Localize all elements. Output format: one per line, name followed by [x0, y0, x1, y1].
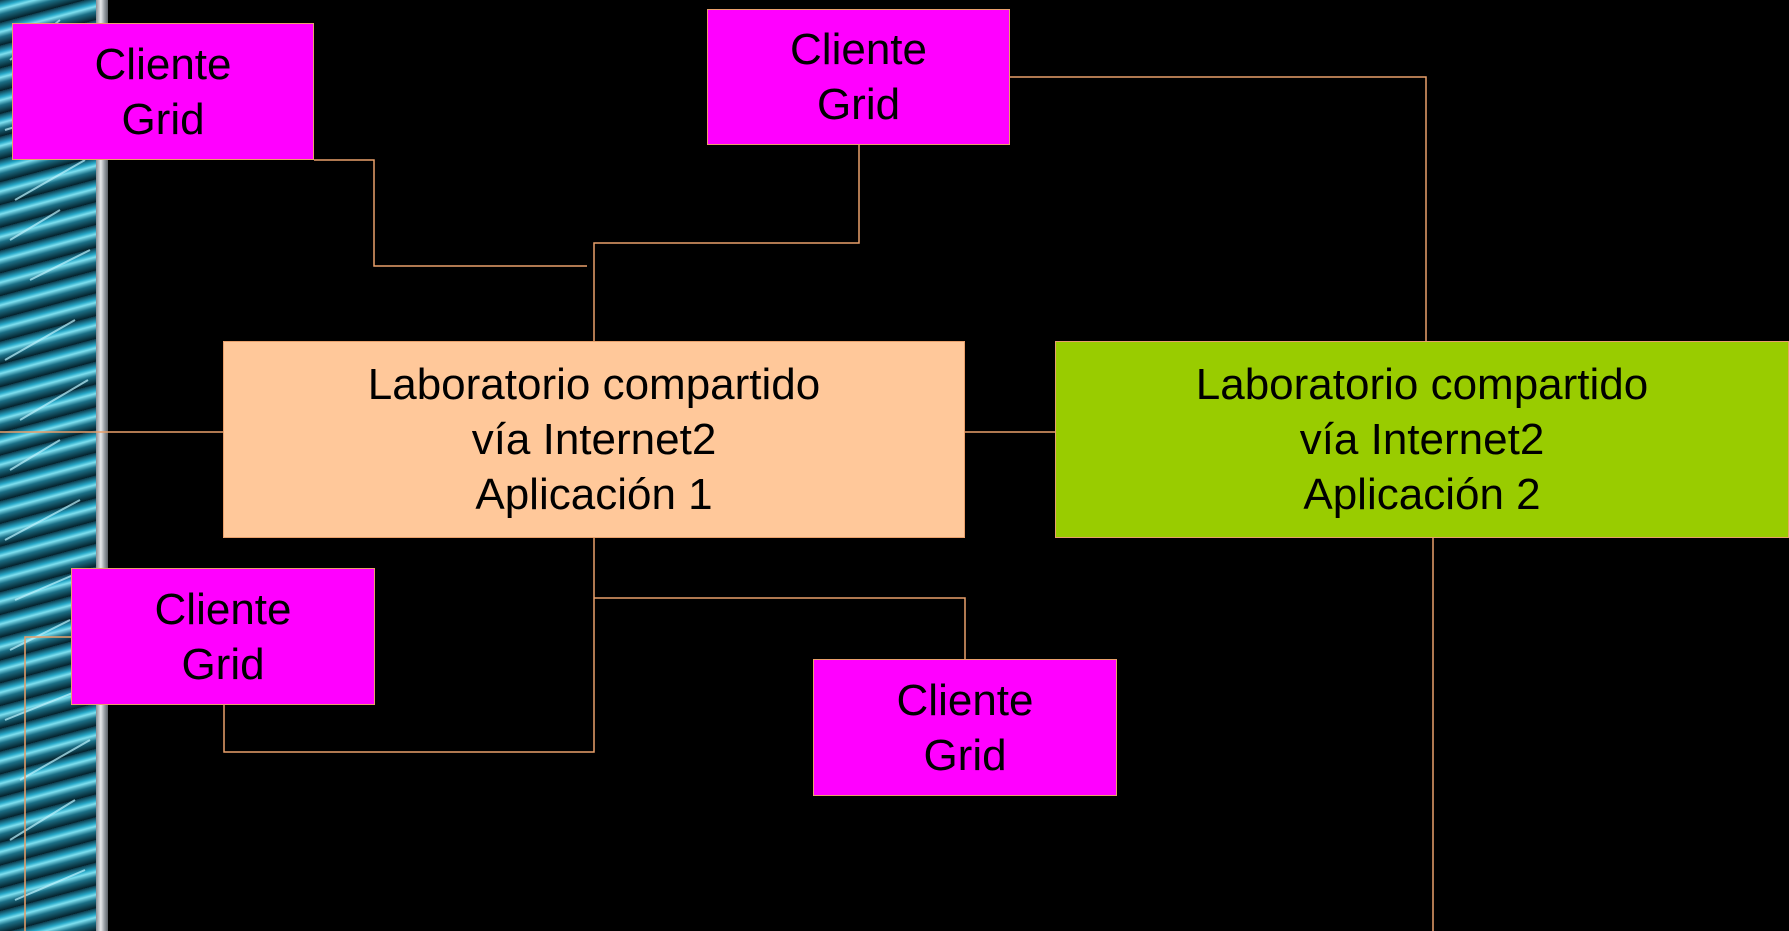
lab-application-2-box: Laboratorio compartido vía Internet2 Apl… — [1055, 341, 1789, 538]
client-box: Cliente Grid — [707, 9, 1010, 145]
connector-client2-lab2 — [1010, 76, 1427, 341]
client-label-line1: Cliente — [790, 25, 927, 74]
lab-label-line2: vía Internet2 — [471, 415, 717, 464]
client-label-line1: Cliente — [94, 39, 232, 89]
lab-label-line2: vía Internet2 — [1299, 415, 1545, 464]
client-box: Cliente Grid — [71, 568, 375, 705]
lab-label-line3: Aplicación 2 — [1303, 470, 1541, 519]
lab-label-line1: Laboratorio compartido — [1195, 360, 1649, 409]
client-label-line1: Cliente — [896, 675, 1034, 725]
lab-application-1-box: Laboratorio compartido vía Internet2 Apl… — [223, 341, 965, 538]
client-label-line2: Grid — [181, 639, 265, 689]
connector-client3-left — [24, 636, 71, 931]
client-label-line1: Cliente — [154, 584, 292, 634]
connector-lab1-client4 — [594, 597, 966, 660]
connector-lab1-client3 — [223, 538, 595, 753]
client-label-line2: Grid — [121, 94, 205, 144]
lab-label-line3: Aplicación 1 — [475, 470, 713, 519]
client-box: Cliente Grid — [12, 23, 314, 160]
client-label-line2: Grid — [923, 730, 1007, 780]
connector-client1 — [314, 159, 587, 267]
client-box: Cliente Grid — [813, 659, 1117, 796]
connector-client2 — [593, 144, 860, 341]
lab-label-line1: Laboratorio compartido — [367, 360, 821, 409]
client-label-line2: Grid — [816, 80, 901, 129]
